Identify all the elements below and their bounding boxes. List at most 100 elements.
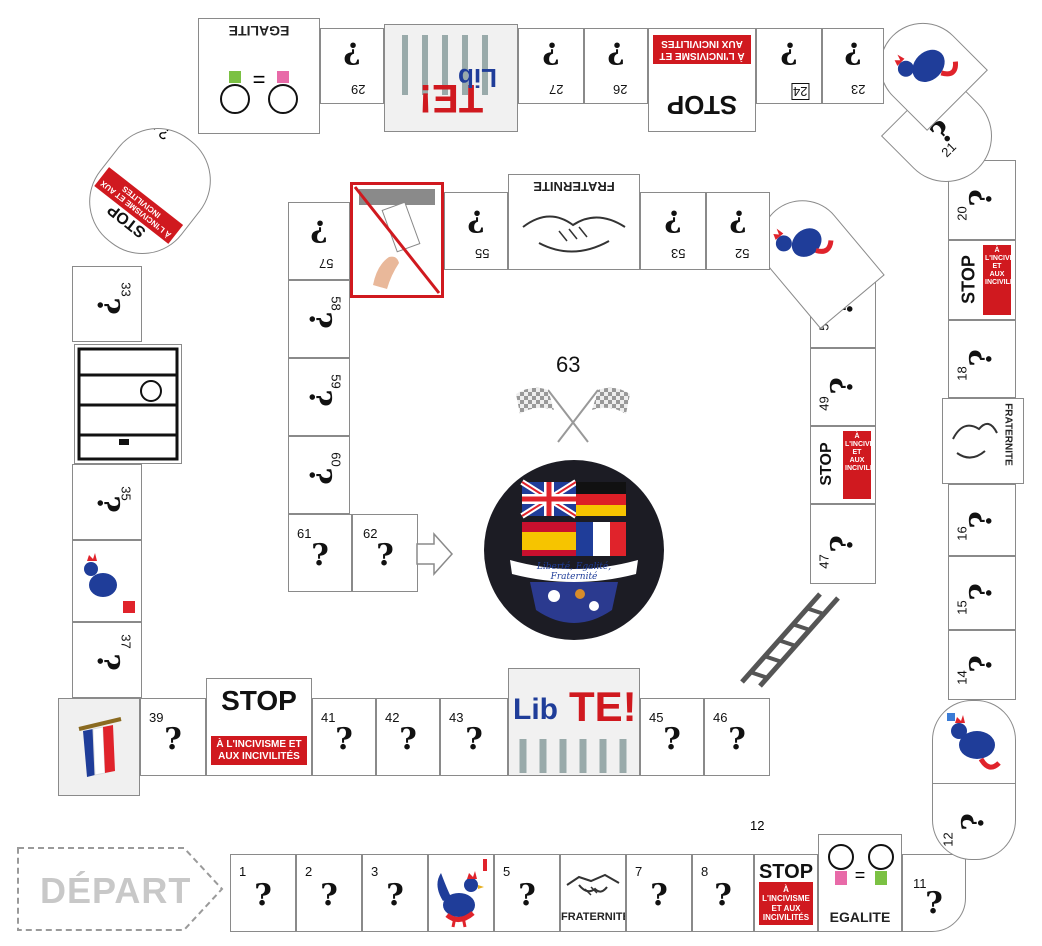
egalite-label: EGALITE: [829, 909, 891, 925]
square-41[interactable]: 41 ?: [312, 698, 376, 776]
square-39[interactable]: 39 ?: [140, 698, 206, 776]
square-8[interactable]: 8 ?: [692, 854, 754, 932]
square-3[interactable]: 3 ?: [362, 854, 428, 932]
square-number: 26: [613, 82, 628, 97]
square-16[interactable]: 16 ?: [948, 484, 1016, 556]
square-liberte[interactable]: Lib TE!: [508, 668, 640, 776]
square-15[interactable]: 15 ?: [948, 556, 1016, 630]
egalite-figures-icon: =: [828, 844, 894, 885]
square-18[interactable]: 18 ?: [948, 320, 1016, 398]
square-stop-48[interactable]: STOP À L'INCIVISME ET AUX INCIVILITÉS: [810, 426, 876, 504]
square-47[interactable]: 47 ?: [810, 504, 876, 584]
square-55[interactable]: 55 ¿: [444, 192, 508, 270]
square-57[interactable]: 57 ¿: [288, 202, 350, 280]
square-number: 46: [713, 710, 728, 725]
stop-slogan: À L'INCIVISME ET AUX INCIVILITÉS: [983, 245, 1015, 315]
question-icon: ?: [964, 583, 999, 601]
question-icon: ?: [825, 535, 860, 553]
stop-slogan: À L'INCIVISME ET AUX INCIVILITÉS: [211, 736, 307, 765]
fraternite-label: FRATERNITE: [533, 179, 615, 194]
square-11[interactable]: 11 ?: [902, 854, 966, 932]
square-46[interactable]: 46 ?: [704, 698, 770, 776]
stop-word: STOP: [958, 255, 979, 304]
rooster-icon: [894, 49, 958, 83]
square-number: 43: [449, 710, 464, 725]
rooster-icon: [773, 228, 834, 257]
square-12[interactable]: 12 ?: [932, 782, 1016, 860]
square-43[interactable]: 43 ?: [440, 698, 508, 776]
square-rooster-right[interactable]: [932, 700, 1016, 784]
square-egalite[interactable]: = EGALITE: [818, 834, 902, 932]
svg-text:Lib: Lib: [458, 63, 497, 93]
square-2[interactable]: 2 ?: [296, 854, 362, 932]
square-42[interactable]: 42 ?: [376, 698, 440, 776]
square-stop-40[interactable]: STOP À L'INCIVISME ET AUX INCIVILITÉS: [206, 678, 312, 776]
square-number: 8: [701, 864, 709, 879]
egalite-label: EGALITE: [228, 23, 290, 39]
square-14[interactable]: 14 ?: [948, 630, 1016, 700]
square-59[interactable]: 59 ?: [288, 358, 350, 436]
start-square[interactable]: DÉPART: [16, 846, 224, 932]
square-29[interactable]: 29 ¿: [320, 28, 384, 104]
square-rooster-inner[interactable]: [743, 183, 885, 329]
square-52[interactable]: 52 ¿: [706, 192, 770, 270]
handshake-icon: [952, 422, 998, 459]
question-icon: ?: [302, 389, 337, 407]
question-icon: ¿: [310, 210, 328, 245]
svg-text:=: =: [855, 865, 866, 885]
square-vote[interactable]: [350, 182, 444, 298]
square-23[interactable]: 23 ¿: [822, 28, 884, 104]
square-37[interactable]: 37 ?: [72, 622, 142, 698]
svg-text:=: =: [253, 67, 266, 92]
square-number: 3: [371, 864, 379, 879]
question-icon: ?: [399, 722, 417, 757]
square-prison[interactable]: [74, 344, 182, 464]
square-60[interactable]: 60 ?: [288, 436, 350, 514]
svg-text:TE!: TE!: [419, 76, 483, 120]
question-icon: ¿: [844, 32, 862, 67]
square-33[interactable]: 33 ?: [72, 266, 142, 342]
square-53[interactable]: 53 ¿: [640, 192, 706, 270]
square-5[interactable]: 5 ?: [494, 854, 560, 932]
square-fraternite-right[interactable]: FRATERNITE: [942, 398, 1024, 484]
square-7[interactable]: 7 ?: [626, 854, 692, 932]
square-24[interactable]: 24 ¿: [756, 28, 822, 104]
square-flag[interactable]: [58, 698, 140, 796]
square-35[interactable]: 35 ?: [72, 464, 142, 540]
question-icon: ?: [90, 653, 125, 671]
question-icon: ?: [320, 878, 338, 913]
square-27[interactable]: 27 ¿: [518, 28, 584, 104]
question-icon: ?: [728, 722, 746, 757]
square-fraternite-inner[interactable]: FRATERNITE: [508, 174, 640, 270]
square-stop-bottom[interactable]: STOP À L'INCIVISME ET AUX INCIVILITÉS: [754, 854, 818, 932]
square-62[interactable]: 62 ?: [352, 514, 418, 592]
question-icon: ?: [964, 189, 999, 207]
square-1[interactable]: 1 ?: [230, 854, 296, 932]
square-number: 1: [239, 864, 247, 879]
question-icon: ?: [302, 467, 337, 485]
square-26[interactable]: 26 ¿: [584, 28, 648, 104]
square-stop-right[interactable]: STOP À L'INCIVISME ET AUX INCIVILITÉS: [948, 240, 1016, 320]
square-rooster-left[interactable]: [72, 540, 142, 622]
square-49[interactable]: 49 ?: [810, 348, 876, 426]
question-icon: ?: [714, 878, 732, 913]
square-rooster-top-right[interactable]: [862, 5, 988, 131]
arrow-right-icon: [416, 532, 454, 576]
square-61[interactable]: 61 ?: [288, 514, 352, 592]
question-icon: ?: [956, 813, 991, 831]
question-icon: ?: [650, 878, 668, 913]
square-stop-top[interactable]: À L'INCIVISME ET AUX INCIVILITES STOP: [648, 28, 756, 132]
square-number: 41: [321, 710, 336, 725]
question-icon: ¿: [542, 32, 560, 67]
square-liberte-top[interactable]: TE! Lib: [384, 24, 518, 132]
square-number: 24: [791, 83, 810, 100]
question-icon: ?: [663, 722, 681, 757]
square-egalite-top[interactable]: EGALITE =: [198, 18, 320, 134]
stop-slogan: À L'INCIVISME ET AUX INCIVILITÉS: [759, 882, 813, 925]
question-icon: ?: [90, 297, 125, 315]
square-58[interactable]: 58 ?: [288, 280, 350, 358]
square-45[interactable]: 45 ?: [640, 698, 704, 776]
ladder-icon: [740, 592, 840, 688]
square-fraternite[interactable]: FRATERNITE: [560, 854, 626, 932]
square-rooster[interactable]: [428, 854, 494, 932]
